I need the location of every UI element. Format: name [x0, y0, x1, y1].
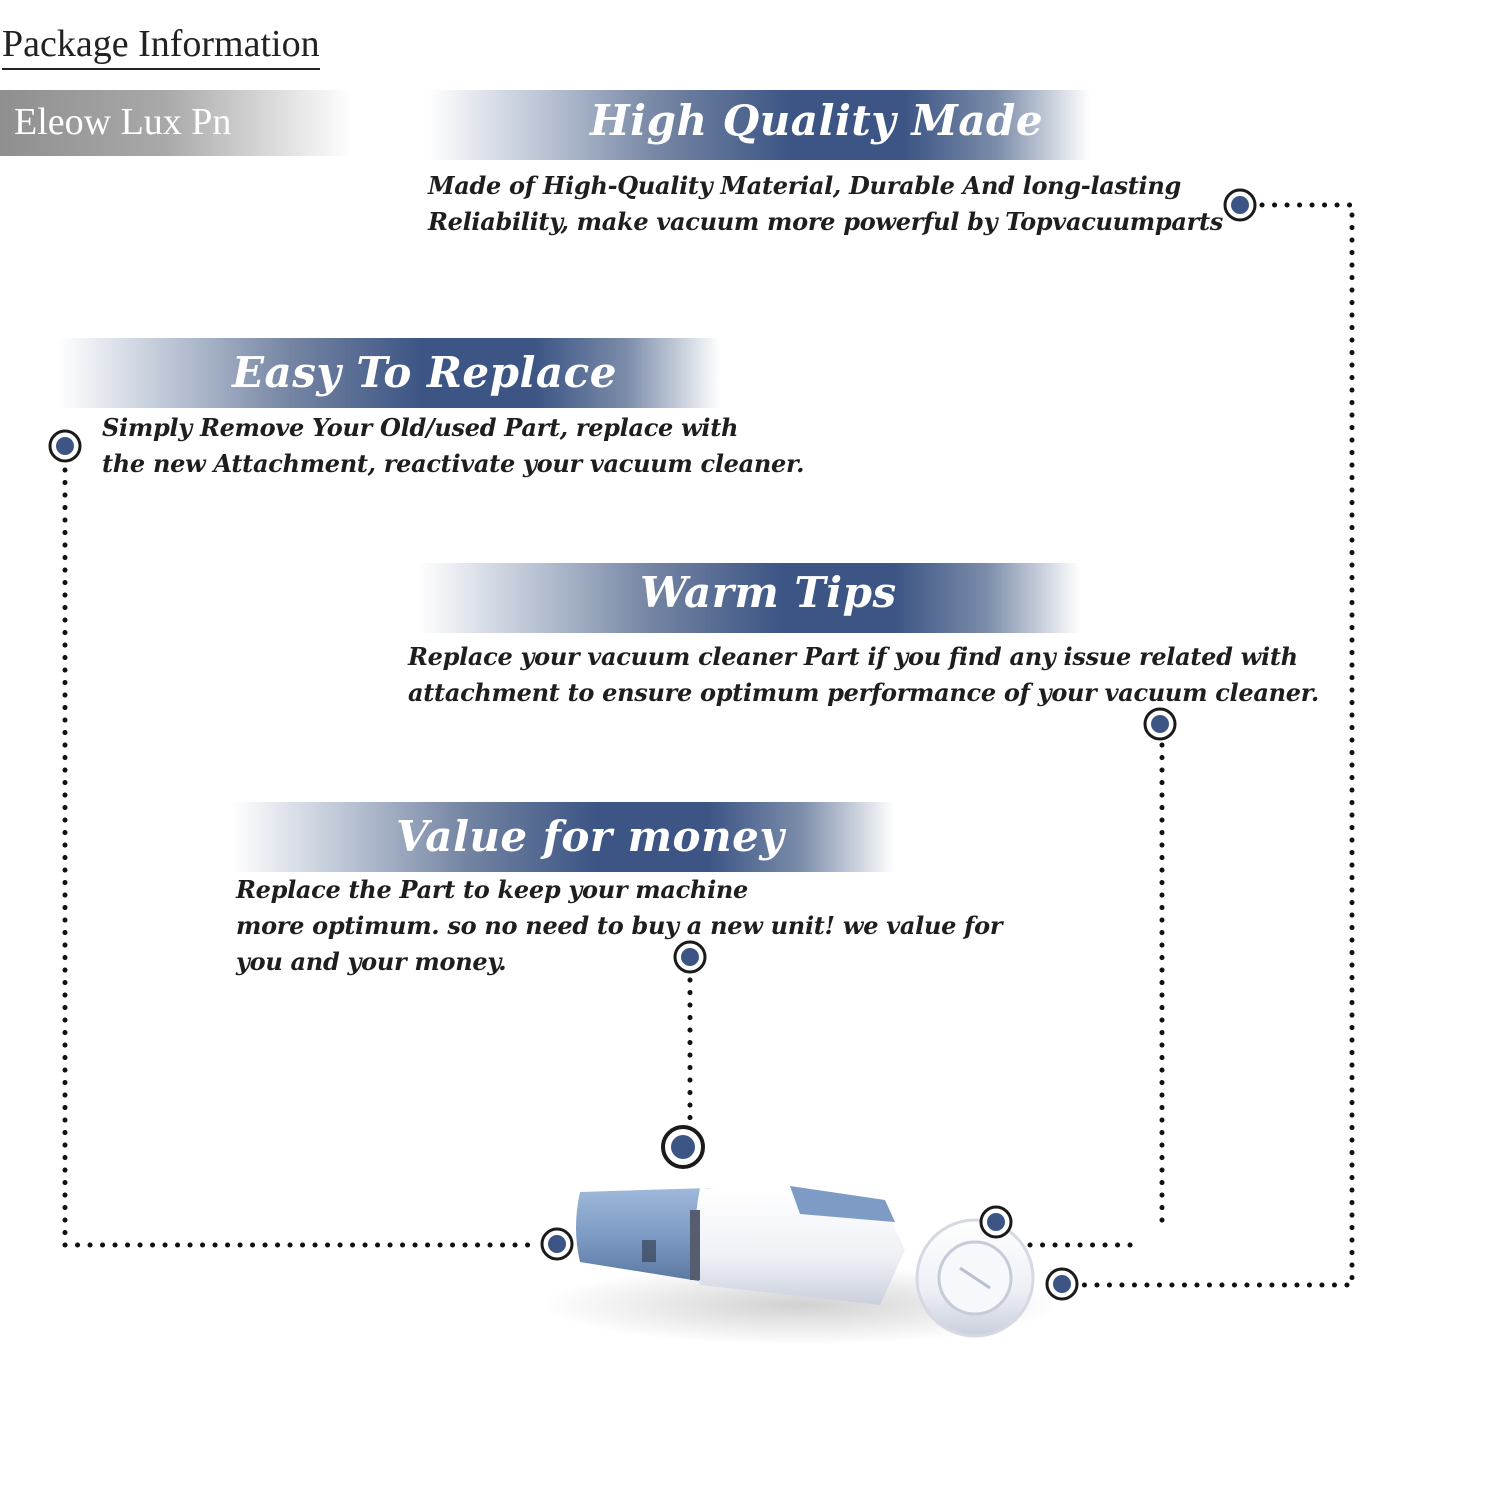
target-dot-icon: [1223, 188, 1257, 222]
target-dot-icon: [979, 1205, 1013, 1239]
replace-heading: Easy To Replace: [232, 348, 617, 397]
connector-replace: [62, 467, 538, 1248]
quality-banner: [428, 90, 1090, 160]
replace-line-1: Simply Remove Your Old/used Part, replac…: [102, 413, 739, 442]
connector-pins: [690, 1210, 700, 1280]
blue-tube: [576, 1188, 710, 1282]
target-dot-icon: [48, 429, 82, 463]
brand-name: Eleow Lux Pn: [14, 101, 232, 143]
quality-line-2: Reliability, make vacuum more powerful b…: [428, 207, 1223, 236]
value-banner: [232, 802, 894, 872]
target-dot-icon: [1143, 707, 1177, 741]
value-line-3: you and your money.: [236, 947, 507, 976]
connector-quality: [1077, 202, 1355, 1288]
tips-heading: Warm Tips: [640, 568, 897, 617]
brand-bar: [0, 90, 370, 156]
value-line-1: Replace the Part to keep your machine: [236, 875, 749, 904]
page-title: Package Information: [2, 22, 320, 70]
tips-line-2: attachment to ensure optimum performance…: [408, 678, 1319, 707]
replace-line-2: the new Attachment, reactivate your vacu…: [102, 449, 805, 478]
quality-description: Made of High-Quality Material, Durable A…: [428, 168, 1223, 240]
target-dot-icon: [1045, 1267, 1079, 1301]
value-line-2: more optimum. so no need to buy a new un…: [236, 911, 1003, 940]
tips-description: Replace your vacuum cleaner Part if you …: [408, 639, 1319, 711]
target-dot-icon: [673, 940, 707, 974]
marker-group: [48, 188, 1257, 1301]
vacuum-attachment-image: [540, 1186, 1060, 1345]
replace-description: Simply Remove Your Old/used Part, replac…: [102, 410, 805, 482]
target-dot-icon: [661, 1125, 705, 1169]
tips-banner: [418, 563, 1080, 633]
tube-slot: [642, 1240, 656, 1262]
tips-line-1: Replace your vacuum cleaner Part if you …: [408, 642, 1298, 671]
blue-trim: [790, 1186, 895, 1222]
quality-heading: High Quality Made: [590, 96, 1044, 145]
cap-groove: [959, 1266, 991, 1290]
value-description: Replace the Part to keep your machine mo…: [236, 872, 1003, 980]
value-heading: Value for money: [396, 812, 785, 861]
replace-banner: [58, 338, 720, 408]
target-dot-icon: [540, 1227, 574, 1261]
quality-line-1: Made of High-Quality Material, Durable A…: [428, 171, 1181, 200]
dotted-connectors: [62, 202, 1355, 1288]
